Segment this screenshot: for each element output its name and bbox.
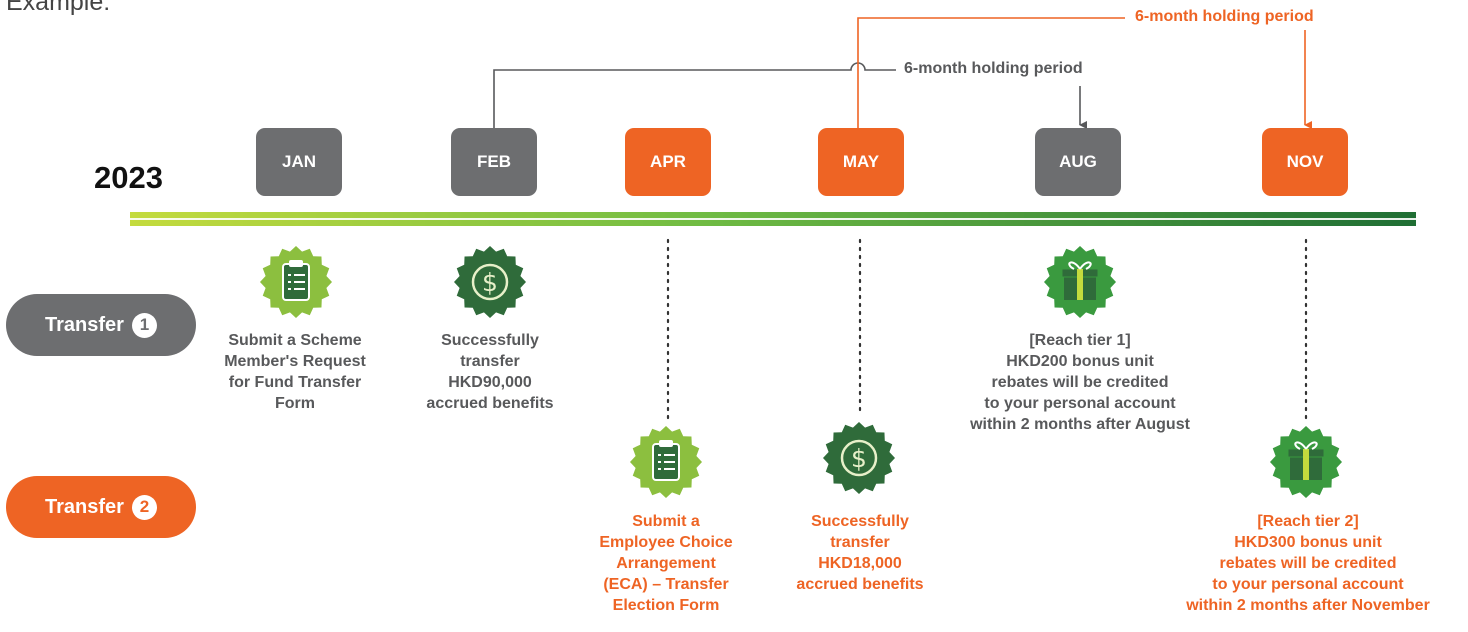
svg-text:$: $ [851,444,867,473]
holding-period-2-connector [857,17,1125,128]
event-line: Member's Request [224,353,366,370]
event-t2-nov-text: [Reach tier 2] HKD300 bonus unit rebates… [1160,511,1456,616]
year-label: 2023 [94,160,163,195]
transfer-2-number: 2 [131,494,157,520]
holding-period-2-label: 6-month holding period [1135,8,1314,25]
event-line: within 2 months after August [970,416,1190,433]
holding-period-1-label: 6-month holding period [904,60,1083,77]
event-t1-jan-text: Submit a Scheme Member's Request for Fun… [210,330,380,414]
gift-icon [1044,246,1116,318]
event-line: within 2 months after November [1186,597,1430,614]
event-line: accrued benefits [796,576,924,593]
dollar-badge-icon: $ [823,422,895,494]
month-may: MAY [818,128,904,196]
transfer-2-pill: Transfer 2 [6,476,196,538]
event-line: transfer [460,353,520,370]
month-aug: AUG [1035,128,1121,196]
event-line: accrued benefits [426,395,554,412]
event-line: HKD90,000 [448,374,532,391]
event-line: Submit a [632,513,700,530]
holding-period-1-connector [493,62,896,128]
month-apr: APR [625,128,711,196]
event-line: Submit a Scheme [228,332,362,349]
event-line: (ECA) – Transfer [603,576,729,593]
month-feb: FEB [451,128,537,196]
event-line: [Reach tier 2] [1257,513,1359,530]
event-line: Employee Choice [599,534,733,551]
event-line: HKD18,000 [818,555,902,572]
event-t1-aug-text: [Reach tier 1] HKD200 bonus unit rebates… [940,330,1220,435]
dollar-badge-icon: $ [454,246,526,318]
month-jan: JAN [256,128,342,196]
event-line: [Reach tier 1] [1029,332,1131,349]
event-line: transfer [830,534,890,551]
event-line: Arrangement [616,555,716,572]
event-line: for Fund Transfer [228,374,362,391]
transfer-1-number: 1 [131,312,157,338]
event-line: to your personal account [984,395,1176,412]
clipboard-icon [260,246,332,318]
clipboard-icon [630,426,702,498]
transfer-2-label: Transfer [45,495,124,518]
event-line: rebates will be credited [1219,555,1397,572]
transfer-1-pill: Transfer 1 [6,294,196,356]
event-t2-apr-text: Submit a Employee Choice Arrangement (EC… [576,511,756,616]
event-line: to your personal account [1212,576,1404,593]
event-line: rebates will be credited [991,374,1169,391]
event-line: Election Form [612,597,720,614]
event-line: Successfully [441,332,539,349]
event-t2-may-text: Successfully transfer HKD18,000 accrued … [775,511,945,595]
event-line: Successfully [811,513,909,530]
svg-text:$: $ [482,268,498,297]
timeline-bar [130,212,1416,226]
event-line: HKD300 bonus unit [1234,534,1382,551]
event-line: HKD200 bonus unit [1006,353,1154,370]
event-t1-feb-text: Successfully transfer HKD90,000 accrued … [405,330,575,414]
transfer-1-label: Transfer [45,313,124,336]
event-line: Form [275,395,315,412]
intro-text: Example: [6,0,111,16]
gift-icon [1270,426,1342,498]
month-nov: NOV [1262,128,1348,196]
